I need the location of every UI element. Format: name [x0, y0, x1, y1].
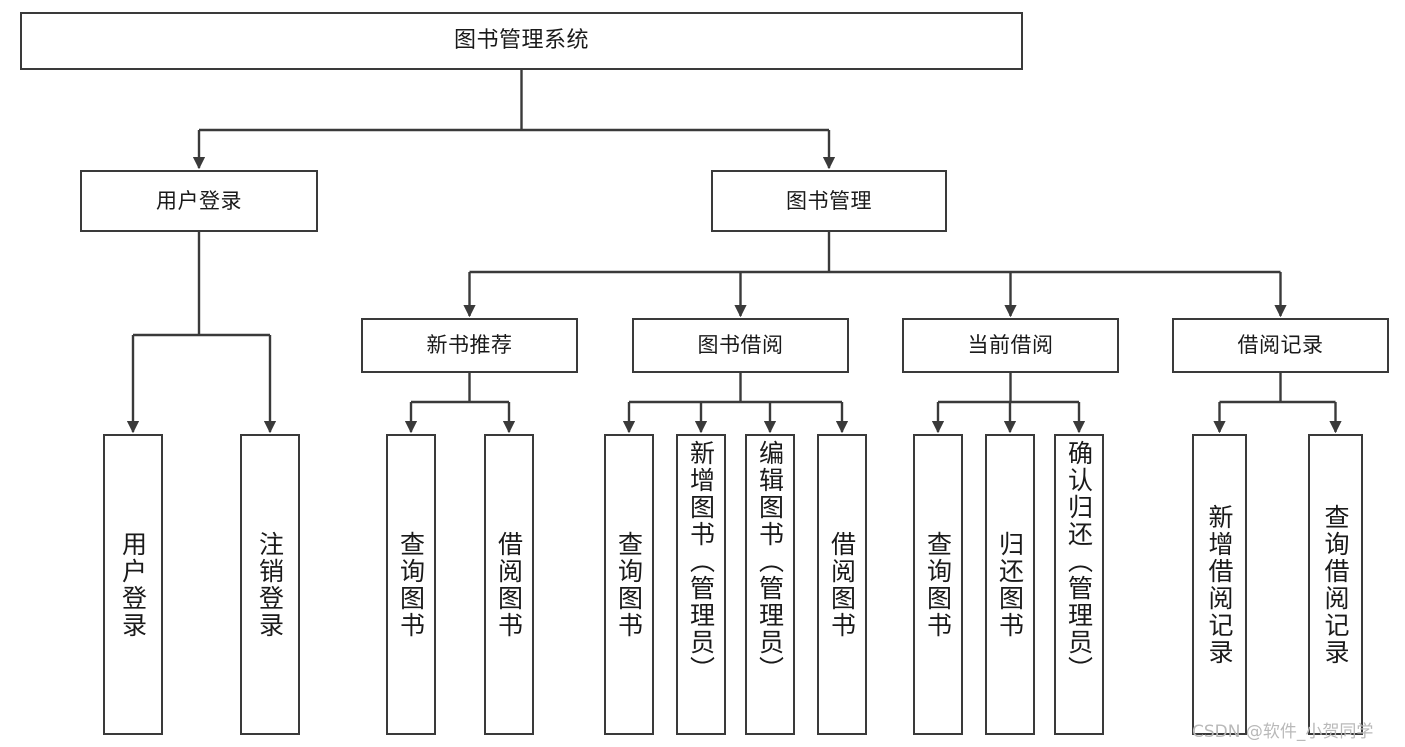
node-label: 新书推荐	[426, 333, 513, 358]
node-label: 借阅记录	[1237, 333, 1324, 358]
node-leaf-user-login[interactable]: 用户登录	[103, 434, 163, 735]
node-label: 归还图书	[995, 530, 1025, 639]
node-label: 图书管理系统	[453, 28, 589, 54]
node-label: 用户登录	[156, 188, 242, 213]
node-label: 查询图书	[396, 530, 426, 639]
node-leaf-edit-book-admin[interactable]: 编辑图书（管理员）	[745, 434, 795, 735]
node-label: 查询图书	[614, 530, 644, 639]
node-leaf-user-logout[interactable]: 注销登录	[240, 434, 300, 735]
node-borrow-record[interactable]: 借阅记录	[1172, 318, 1389, 373]
node-leaf-query-borrow-record[interactable]: 查询借阅记录	[1308, 434, 1363, 735]
node-leaf-add-book-admin[interactable]: 新增图书（管理员）	[676, 434, 726, 735]
node-book-manage[interactable]: 图书管理	[711, 170, 947, 232]
csdn-watermark: CSDN @软件_小贺同学	[1192, 722, 1374, 742]
node-book-borrow[interactable]: 图书借阅	[632, 318, 849, 373]
node-leaf-confirm-return-admin[interactable]: 确认归还（管理员）	[1054, 434, 1104, 735]
node-label: 图书管理	[786, 188, 872, 213]
node-label: 新增图书（管理员）	[686, 440, 716, 683]
node-leaf-query-book-3[interactable]: 查询图书	[913, 434, 963, 735]
node-root[interactable]: 图书管理系统	[20, 12, 1023, 70]
node-leaf-borrow-book-1[interactable]: 借阅图书	[484, 434, 534, 735]
node-label: 查询借阅记录	[1321, 503, 1350, 666]
node-leaf-query-book-1[interactable]: 查询图书	[386, 434, 436, 735]
node-leaf-return-book[interactable]: 归还图书	[985, 434, 1035, 735]
node-label: 确认归还（管理员）	[1064, 440, 1094, 683]
node-leaf-borrow-book-2[interactable]: 借阅图书	[817, 434, 867, 735]
node-label: 借阅图书	[494, 530, 524, 639]
node-label: 新增借阅记录	[1205, 503, 1234, 666]
node-new-book-rec[interactable]: 新书推荐	[361, 318, 578, 373]
node-user-login[interactable]: 用户登录	[80, 170, 318, 232]
node-label: 用户登录	[118, 530, 148, 639]
node-label: 当前借阅	[967, 333, 1054, 358]
node-label: 图书借阅	[697, 333, 784, 358]
node-current-borrow[interactable]: 当前借阅	[902, 318, 1119, 373]
node-label: 借阅图书	[827, 530, 857, 639]
node-leaf-add-borrow-record[interactable]: 新增借阅记录	[1192, 434, 1247, 735]
node-leaf-query-book-2[interactable]: 查询图书	[604, 434, 654, 735]
node-label: 查询图书	[923, 530, 953, 639]
node-label: 注销登录	[255, 530, 285, 639]
node-label: 编辑图书（管理员）	[755, 440, 785, 683]
